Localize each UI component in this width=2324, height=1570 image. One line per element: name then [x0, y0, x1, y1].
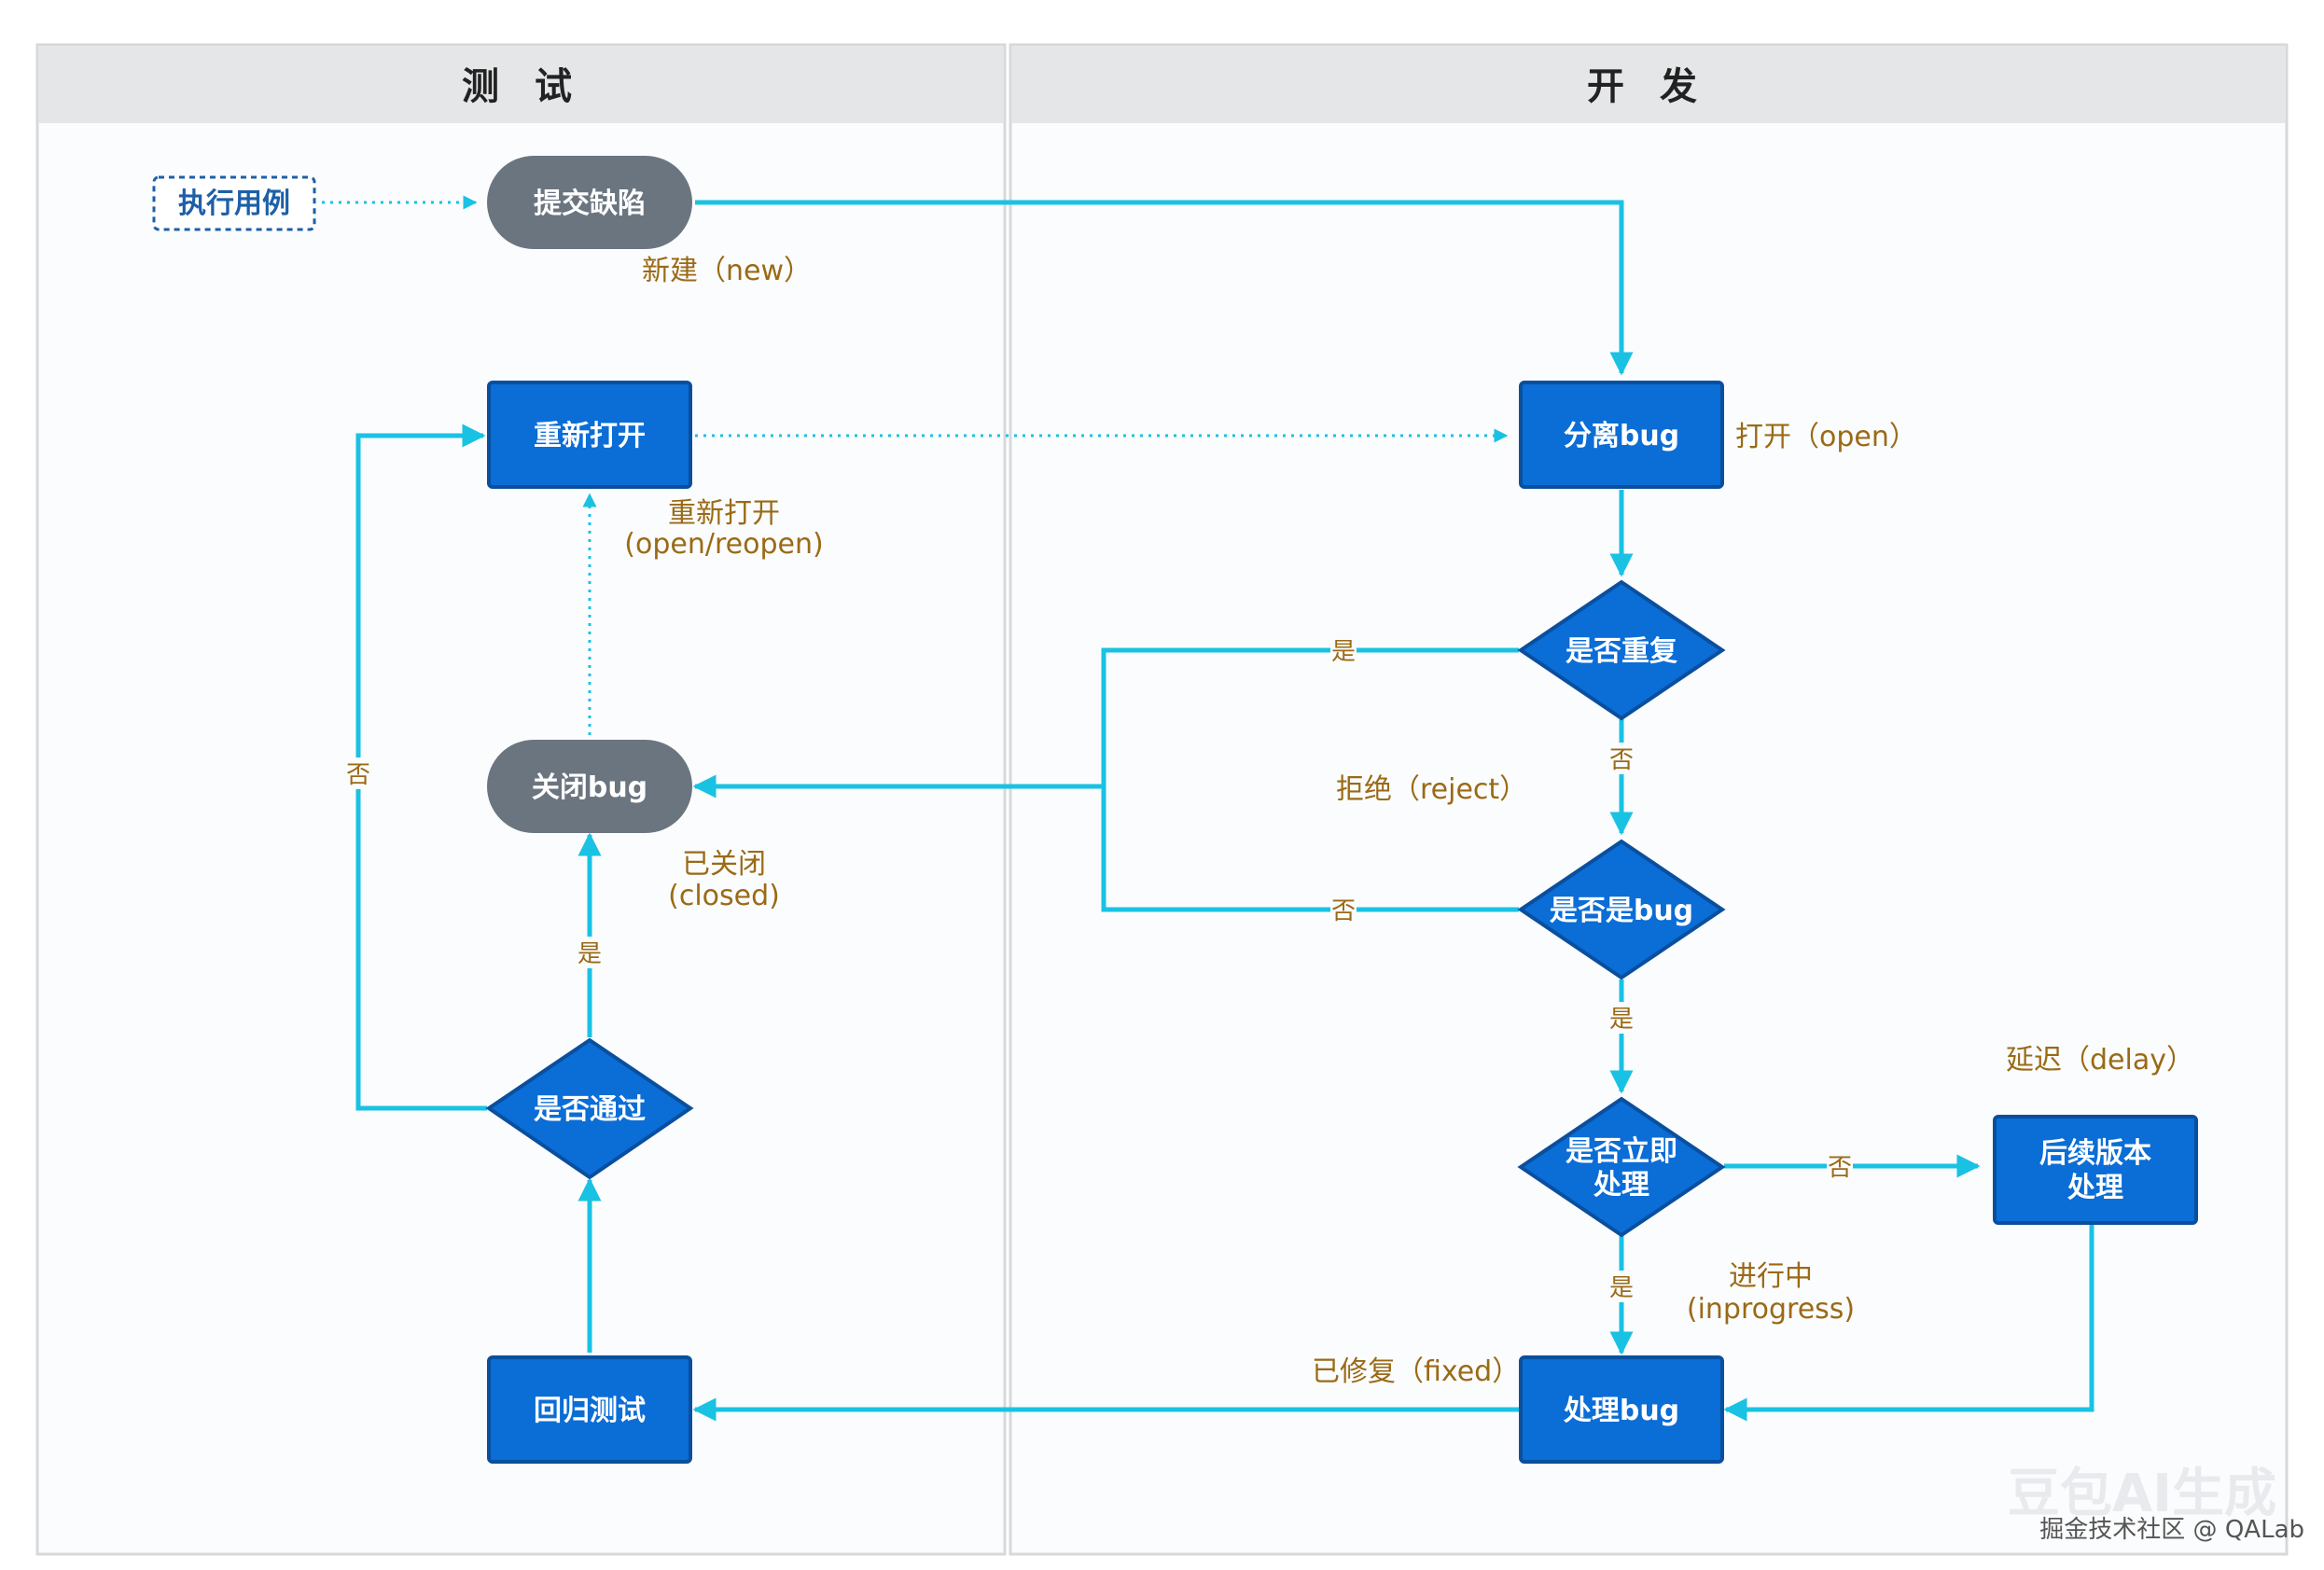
node-immediate-label-2: 处理: [1593, 1169, 1649, 1202]
arrow-later-to-handle: [1723, 1223, 2094, 1422]
label-no-pass: 否: [346, 761, 370, 789]
label-yes-isbug: 是: [1609, 1006, 1634, 1034]
line-dup-isbug-to-close: [1101, 647, 1519, 912]
node-pass-check-label: 是否通过: [534, 1093, 646, 1126]
node-pass-check[interactable]: 是否通过: [485, 1037, 694, 1180]
lane-dev: 开 发: [1009, 43, 2289, 1556]
branch-labels: 是 否 否 是 否 是 是 否: [345, 634, 1853, 1302]
label-inprogress-2: (inprogress): [1687, 1293, 1855, 1326]
node-isbug-check-label: 是否是bug: [1550, 895, 1693, 927]
lane-test: 测 试: [35, 43, 1007, 1556]
node-regression[interactable]: 回归测试: [487, 1355, 692, 1464]
node-submit-defect-label: 提交缺陷: [534, 188, 646, 220]
node-assign-bug-label: 分离bug: [1564, 420, 1679, 452]
label-closed-1: 已关闭: [682, 848, 766, 881]
watermark-credit: 掘金技术社区 @ QALab: [2039, 1516, 2304, 1544]
label-no-isbug: 否: [1331, 897, 1356, 925]
label-no-dup: 否: [1609, 746, 1634, 774]
node-run-case-label: 执行用例: [178, 188, 290, 220]
node-immediate-label-1: 是否立即: [1566, 1135, 1677, 1168]
node-submit-defect[interactable]: 提交缺陷: [487, 156, 692, 249]
lane-title-test: 测 试: [462, 65, 583, 108]
node-regression-label: 回归测试: [534, 1395, 646, 1427]
lane-title-dev: 开 发: [1587, 65, 1708, 108]
label-open: 打开（open）: [1735, 421, 1917, 453]
label-no-immediate: 否: [1828, 1154, 1852, 1182]
status-labels: 新建（new） 打开（open） 重新打开 (open/reopen) 已关闭 …: [624, 255, 2194, 1388]
node-isbug-check[interactable]: 是否是bug: [1517, 839, 1726, 980]
node-immediate-check[interactable]: 是否立即 处理: [1517, 1096, 1726, 1238]
node-reopen[interactable]: 重新打开: [487, 381, 692, 489]
label-yes-immediate: 是: [1609, 1274, 1634, 1302]
label-yes-dup: 是: [1331, 638, 1356, 666]
label-reopen-1: 重新打开: [668, 497, 780, 530]
arrow-submit-to-assign: [695, 200, 1634, 376]
watermark-brand: 豆包AI生成: [2008, 1464, 2276, 1524]
node-reopen-label: 重新打开: [534, 420, 646, 452]
label-reopen-2: (open/reopen): [624, 528, 823, 561]
node-later-version[interactable]: 后续版本 处理: [1993, 1115, 2198, 1225]
node-handle-bug-label: 处理bug: [1563, 1395, 1679, 1427]
node-later-label-2: 处理: [2067, 1172, 2123, 1204]
node-close-bug[interactable]: 关闭bug: [487, 740, 692, 833]
label-new: 新建（new）: [642, 255, 812, 287]
label-yes-pass: 是: [578, 940, 602, 968]
node-handle-bug[interactable]: 处理bug: [1519, 1355, 1724, 1464]
label-closed-2: (closed): [668, 880, 780, 912]
label-delay: 延迟（delay）: [2006, 1044, 2194, 1077]
node-run-case[interactable]: 执行用例: [152, 175, 316, 231]
node-dup-check[interactable]: 是否重复: [1517, 579, 1726, 721]
connectors: [322, 195, 2094, 1422]
node-assign-bug[interactable]: 分离bug: [1519, 381, 1724, 489]
label-inprogress-1: 进行中: [1729, 1260, 1813, 1293]
node-dup-check-label: 是否重复: [1566, 635, 1677, 668]
node-close-bug-label: 关闭bug: [532, 771, 647, 804]
node-later-label-1: 后续版本: [2039, 1137, 2151, 1170]
label-reject: 拒绝（reject）: [1336, 773, 1527, 806]
watermark: 豆包AI生成 掘金技术社区 @ QALab: [2008, 1464, 2304, 1544]
label-fixed: 已修复（fixed）: [1312, 1355, 1520, 1388]
